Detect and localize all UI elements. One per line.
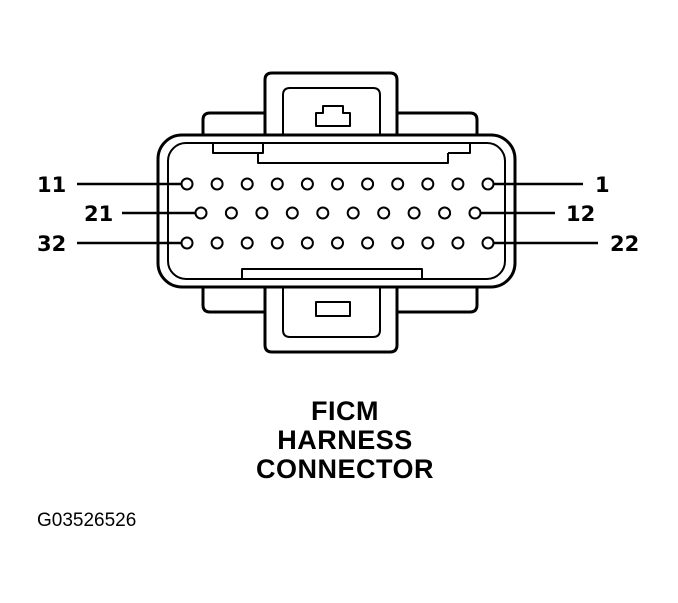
pin-cavity — [377, 206, 391, 220]
pin-cavity — [180, 177, 194, 191]
caption-line-2: HARNESS — [277, 425, 413, 455]
pin-cavity — [481, 236, 495, 250]
pin-label-1: 1 — [595, 173, 610, 197]
pin-cavity — [391, 236, 405, 250]
pin-cavity — [224, 206, 238, 220]
pin-cavity — [240, 236, 254, 250]
pin-cavity — [240, 177, 254, 191]
pin-cavity — [361, 177, 375, 191]
pin-cavity — [300, 177, 314, 191]
pin-label-11: 11 — [37, 173, 66, 197]
pin-cavity — [451, 236, 465, 250]
pin-cavity — [300, 236, 314, 250]
pin-cavity — [361, 236, 375, 250]
pin-cavity — [468, 206, 482, 220]
connector-caption: FICM HARNESS CONNECTOR — [0, 397, 678, 484]
pin-cavity — [346, 206, 360, 220]
pin-cavity — [316, 206, 330, 220]
pin-cavity — [270, 177, 284, 191]
figure-id: G03526526 — [37, 510, 137, 531]
pin-label-12: 12 — [566, 202, 595, 226]
pin-cavity — [407, 206, 421, 220]
pin-cavity — [285, 206, 299, 220]
pin-label-22: 22 — [610, 232, 639, 256]
caption-line-3: CONNECTOR — [255, 454, 434, 484]
pin-cavity — [255, 206, 269, 220]
pin-label-32: 32 — [37, 232, 66, 256]
pin-cavity — [421, 177, 435, 191]
pin-grid — [180, 177, 495, 250]
leader-lines — [77, 182, 598, 245]
pin-cavity — [210, 236, 224, 250]
pin-cavity — [451, 177, 465, 191]
pin-cavity — [210, 177, 224, 191]
pin-cavity — [180, 236, 194, 250]
pin-cavity — [331, 177, 344, 191]
pin-cavity — [391, 177, 405, 191]
pin-cavity — [194, 206, 208, 220]
caption-line-1: FICM — [311, 396, 379, 426]
pin-label-21: 21 — [84, 202, 113, 226]
pin-cavity — [481, 177, 495, 191]
pin-cavity — [331, 236, 344, 250]
pin-cavity — [438, 206, 452, 220]
pin-cavity — [421, 236, 435, 250]
pin-cavity — [270, 236, 284, 250]
connector-body — [156, 71, 517, 354]
